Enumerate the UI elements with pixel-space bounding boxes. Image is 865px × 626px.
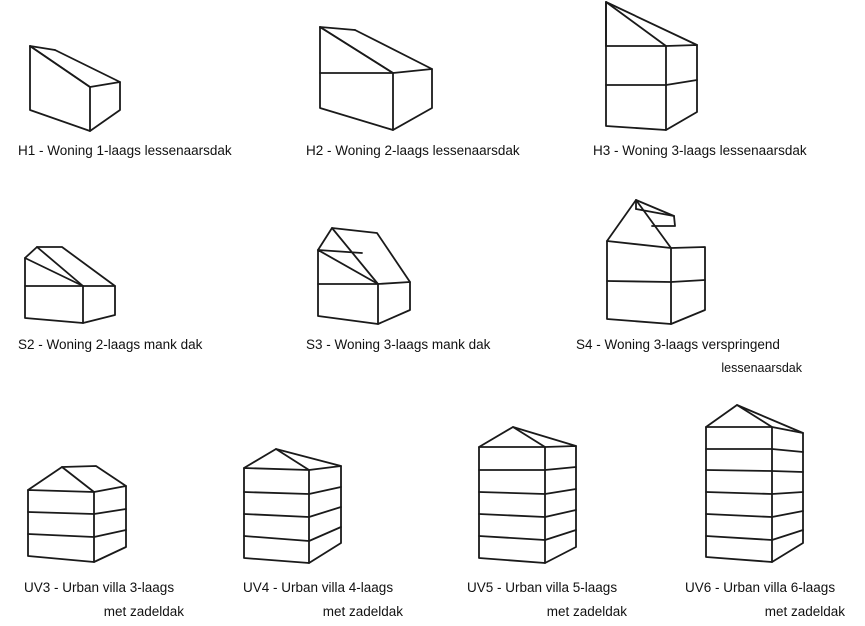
- caption-h2: H2 - Woning 2-laags lessenaarsdak: [306, 143, 520, 159]
- caption-name: Woning 2-laags mank dak: [46, 337, 203, 352]
- house-h2-drawing: [319, 26, 433, 131]
- caption-h3: H3 - Woning 3-laags lessenaarsdak: [593, 143, 807, 159]
- house-uv3-drawing: [27, 465, 127, 563]
- house-s3-drawing: [317, 227, 411, 325]
- caption-separator: -: [711, 580, 724, 595]
- house-uv4-drawing: [243, 448, 342, 564]
- caption-uv5: UV5 - Urban villa 5-laags met zadeldak: [467, 580, 627, 620]
- house-s4-drawing: [606, 199, 706, 325]
- caption-code: UV5: [467, 580, 494, 595]
- caption-h1: H1 - Woning 1-laags lessenaarsdak: [18, 143, 232, 159]
- caption-name: Woning 1-laags lessenaarsdak: [47, 143, 232, 158]
- caption-name: Urban villa 3-laags: [62, 580, 175, 595]
- caption-separator: -: [493, 580, 506, 595]
- house-uv5-drawing: [478, 426, 577, 564]
- caption-code: UV3: [24, 580, 51, 595]
- caption-uv3: UV3 - Urban villa 3-laags met zadeldak: [24, 580, 184, 620]
- caption-uv6: UV6 - Urban villa 6-laags met zadeldak: [685, 580, 845, 620]
- caption-separator: -: [35, 143, 48, 158]
- caption-name: Urban villa 4-laags: [281, 580, 394, 595]
- caption-code: H3: [593, 143, 611, 158]
- house-h3-drawing: [605, 1, 698, 131]
- caption-s4: S4 - Woning 3-laags verspringend lessena…: [576, 337, 802, 376]
- caption-code: UV6: [685, 580, 712, 595]
- caption-name: Woning 3-laags lessenaarsdak: [622, 143, 807, 158]
- caption-name-line2: met zadeldak: [103, 604, 184, 619]
- caption-name-line2: lessenaarsdak: [721, 361, 802, 375]
- caption-name-line2: met zadeldak: [322, 604, 403, 619]
- caption-name-line2: met zadeldak: [546, 604, 627, 619]
- caption-code: UV4: [243, 580, 270, 595]
- caption-code: H2: [306, 143, 324, 158]
- caption-name: Woning 3-laags verspringend: [604, 337, 780, 352]
- caption-separator: -: [34, 337, 47, 352]
- caption-name: Woning 3-laags mank dak: [334, 337, 491, 352]
- caption-name: Woning 2-laags lessenaarsdak: [335, 143, 520, 158]
- house-h1-drawing: [29, 45, 121, 132]
- caption-separator: -: [323, 143, 336, 158]
- caption-name-line2: met zadeldak: [764, 604, 845, 619]
- house-s2-drawing: [24, 246, 116, 324]
- caption-separator: -: [610, 143, 623, 158]
- house-uv6-drawing: [705, 404, 804, 563]
- caption-code: S4: [576, 337, 593, 352]
- caption-code: S2: [18, 337, 35, 352]
- caption-s3: S3 - Woning 3-laags mank dak: [306, 337, 490, 353]
- caption-separator: -: [50, 580, 63, 595]
- caption-code: S3: [306, 337, 323, 352]
- caption-uv4: UV4 - Urban villa 4-laags met zadeldak: [243, 580, 403, 620]
- caption-s2: S2 - Woning 2-laags mank dak: [18, 337, 202, 353]
- caption-code: H1: [18, 143, 36, 158]
- caption-separator: -: [592, 337, 605, 352]
- caption-separator: -: [322, 337, 335, 352]
- caption-name: Urban villa 6-laags: [723, 580, 836, 595]
- caption-separator: -: [269, 580, 282, 595]
- caption-name: Urban villa 5-laags: [505, 580, 618, 595]
